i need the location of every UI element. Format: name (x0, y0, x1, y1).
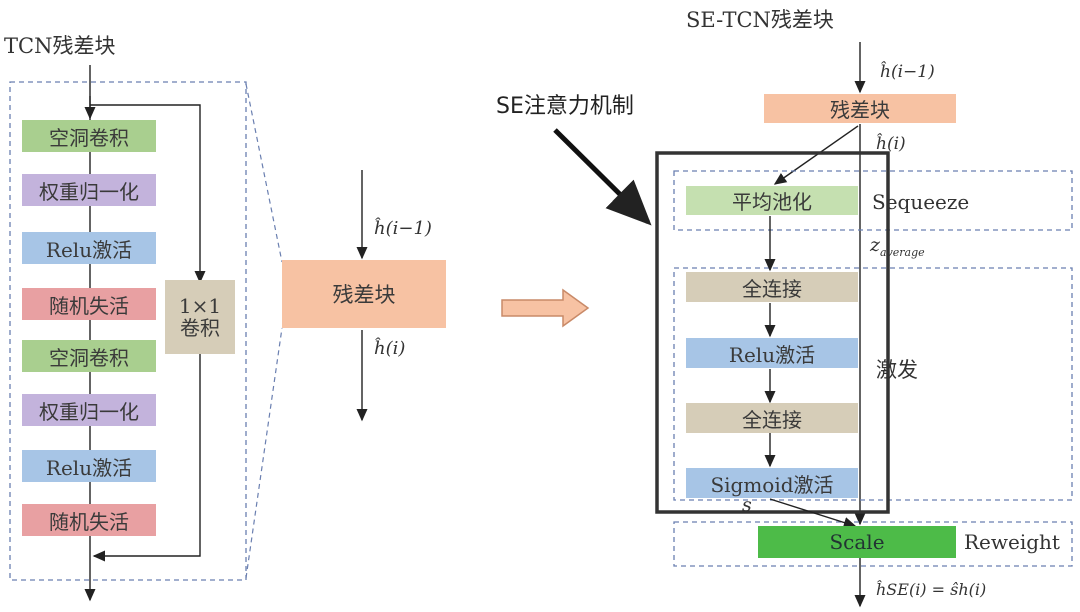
middle-residual-block: 残差块 (282, 260, 446, 328)
reweight-label: Reweight (964, 530, 1060, 554)
transition-arrow (501, 288, 590, 328)
left-dashed-frame (9, 81, 247, 581)
fc-block-1: 全连接 (686, 272, 858, 302)
left-block-6: 权重归一化 (22, 394, 156, 426)
conv-1x1-block: 1×1 卷积 (165, 280, 235, 354)
left-block-3: Relu激活 (22, 232, 156, 264)
z-average-label: zaverage (870, 234, 925, 259)
right-residual-block: 残差块 (764, 94, 956, 123)
left-block-4: 随机失活 (22, 288, 156, 320)
middle-input-label: ĥ(i−1) (374, 218, 432, 239)
relu-block: Relu激活 (686, 338, 858, 368)
left-title: TCN残差块 (4, 34, 116, 58)
scale-block: Scale (758, 526, 956, 558)
left-block-8: 随机失活 (22, 504, 156, 536)
fc-block-2: 全连接 (686, 403, 858, 433)
skip-connection (90, 104, 206, 284)
middle-output-label: ĥ(i) (374, 338, 406, 359)
se-frame (655, 151, 890, 514)
right-residual-out-label: ĥ(i) (876, 134, 906, 154)
se-annotation: SE注意力机制 (496, 94, 634, 119)
s-label: s (742, 494, 752, 516)
excite-label: 激发 (876, 358, 918, 382)
left-block-7: Relu激活 (22, 450, 156, 482)
right-title: SE-TCN残差块 (686, 8, 834, 32)
sigmoid-block: Sigmoid激活 (686, 468, 858, 498)
squeeze-label: Sequeeze (872, 190, 970, 214)
z-subscript: average (880, 245, 925, 259)
left-block-5: 空洞卷积 (22, 340, 156, 372)
left-block-2: 权重归一化 (22, 174, 156, 206)
conv-1x1-line1: 1×1 (178, 294, 222, 318)
z-symbol: z (870, 234, 881, 256)
right-output-label: ĥSE(i) = ŝh(i) (876, 580, 987, 599)
left-block-1: 空洞卷积 (22, 120, 156, 152)
right-input-label: ĥ(i−1) (880, 62, 935, 82)
avg-pool-block: 平均池化 (686, 186, 858, 215)
conv-1x1-line2: 卷积 (180, 316, 220, 340)
